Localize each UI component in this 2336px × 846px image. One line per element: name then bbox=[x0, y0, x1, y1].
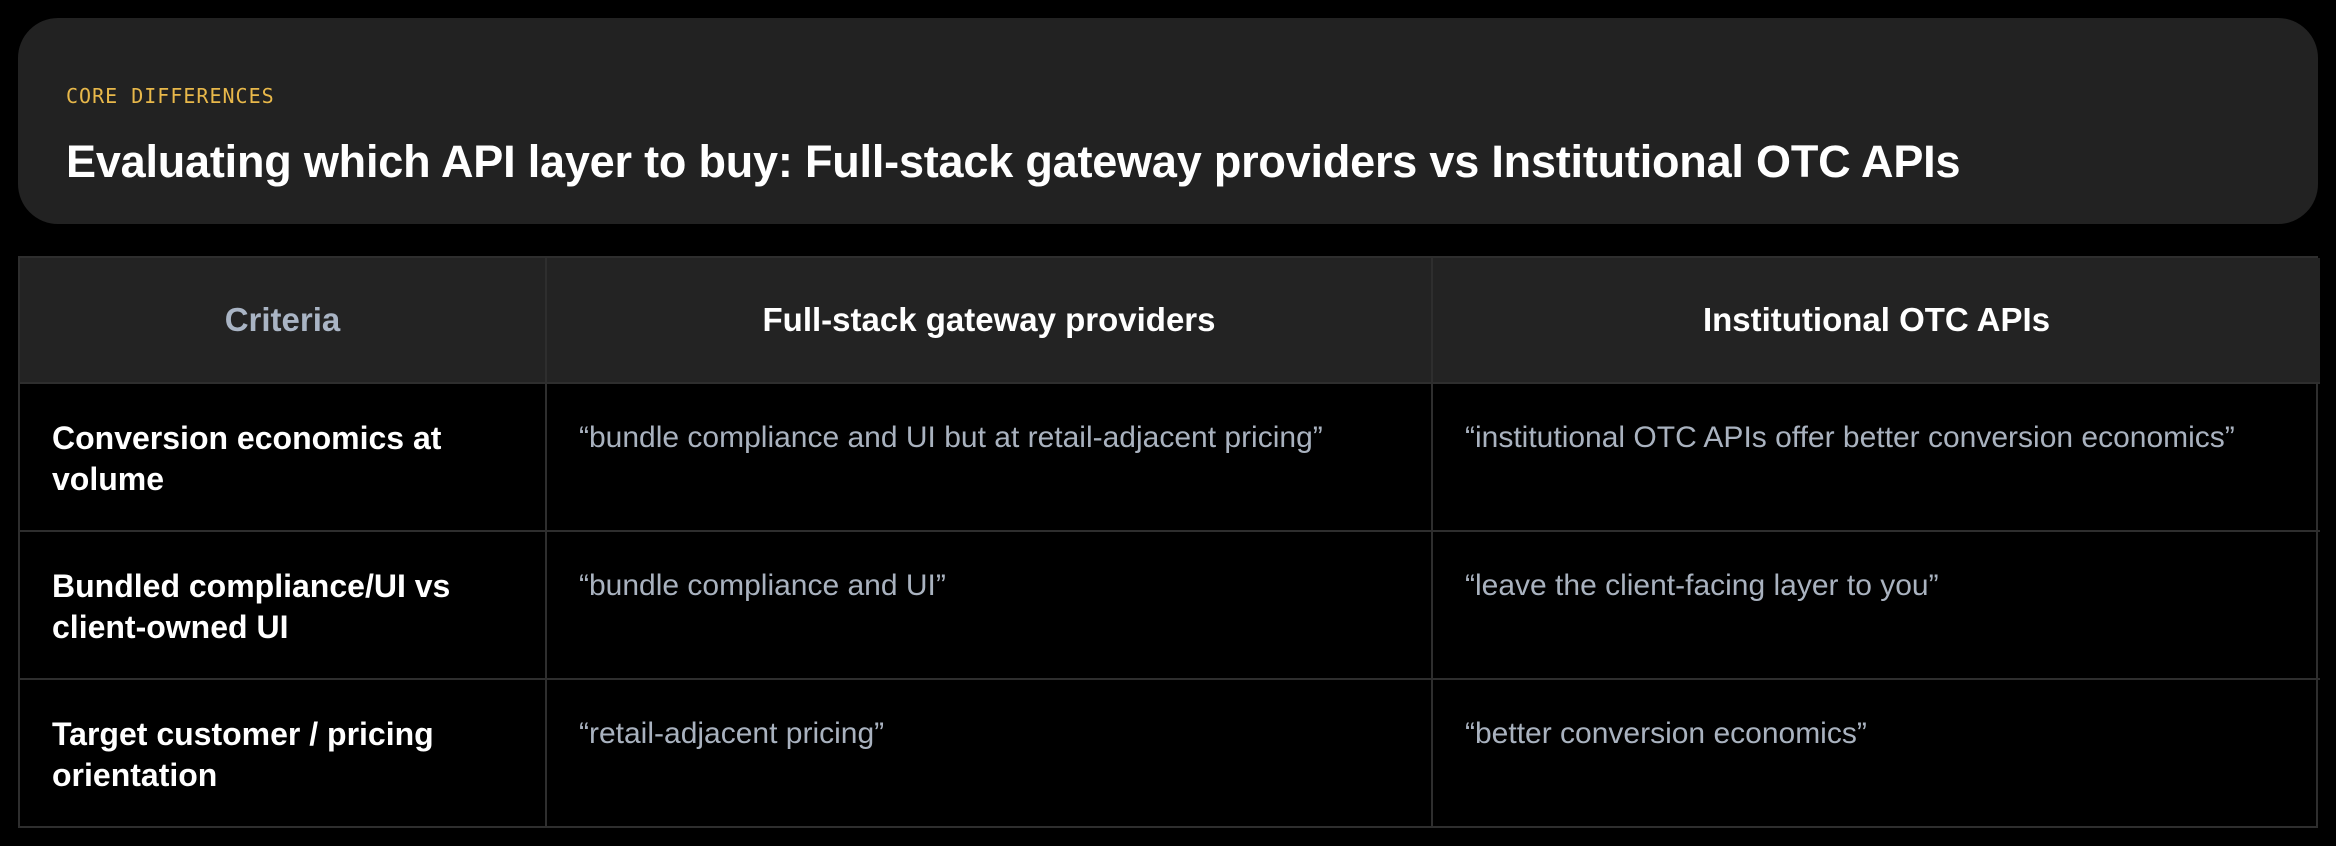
header-card: CORE DIFFERENCES Evaluating which API la… bbox=[18, 18, 2318, 224]
column-header-label: Criteria bbox=[224, 301, 341, 338]
otc-cell: “leave the client-facing layer to you” bbox=[1433, 532, 2320, 680]
full-stack-cell: “bundle compliance and UI but at retail-… bbox=[547, 384, 1433, 532]
criteria-label: Bundled compliance/UI vs client-owned UI bbox=[52, 568, 451, 645]
criteria-label: Target customer / pricing orientation bbox=[52, 716, 434, 793]
column-header-full-stack: Full-stack gateway providers bbox=[547, 258, 1433, 384]
otc-cell: “institutional OTC APIs offer better con… bbox=[1433, 384, 2320, 532]
section-eyebrow: CORE DIFFERENCES bbox=[66, 84, 275, 108]
row-criteria-cell: Bundled compliance/UI vs client-owned UI bbox=[20, 532, 547, 680]
full-stack-cell: “bundle compliance and UI” bbox=[547, 532, 1433, 680]
column-header-label: Institutional OTC APIs bbox=[1702, 301, 2051, 338]
full-stack-cell: “retail-adjacent pricing” bbox=[547, 680, 1433, 828]
column-header-otc: Institutional OTC APIs bbox=[1433, 258, 2320, 384]
comparison-table: Criteria Full-stack gateway providers In… bbox=[18, 256, 2320, 828]
cell-text: “bundle compliance and UI but at retail-… bbox=[579, 421, 1323, 454]
page-title: Evaluating which API layer to buy: Full-… bbox=[66, 136, 1961, 187]
row-criteria-cell: Conversion economics at volume bbox=[20, 384, 547, 532]
column-header-label: Full-stack gateway providers bbox=[762, 301, 1216, 338]
cell-text: “institutional OTC APIs offer better con… bbox=[1465, 421, 2235, 454]
row-criteria-cell: Target customer / pricing orientation bbox=[20, 680, 547, 828]
column-header-criteria: Criteria bbox=[20, 258, 547, 384]
cell-text: “bundle compliance and UI” bbox=[579, 569, 946, 602]
criteria-label: Conversion economics at volume bbox=[52, 420, 442, 497]
cell-text: “better conversion economics” bbox=[1465, 717, 1867, 750]
cell-text: “retail-adjacent pricing” bbox=[579, 717, 885, 750]
cell-text: “leave the client-facing layer to you” bbox=[1465, 569, 1939, 602]
otc-cell: “better conversion economics” bbox=[1433, 680, 2320, 828]
